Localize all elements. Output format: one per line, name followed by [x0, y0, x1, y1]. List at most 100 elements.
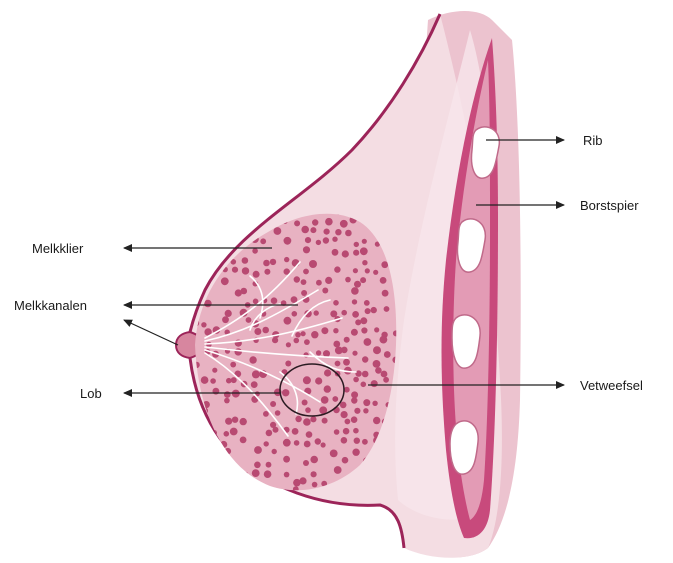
lobule-dot — [225, 310, 232, 317]
lobule-dot — [321, 327, 328, 334]
lobule-dot — [212, 368, 217, 373]
lobule-dot — [214, 487, 220, 493]
lobule-dot — [304, 339, 310, 345]
lobule-dot — [352, 351, 357, 356]
lobule-dot — [271, 297, 278, 304]
lobule-dot — [303, 418, 311, 426]
lobule-dot — [191, 461, 196, 466]
lobule-dot — [283, 439, 291, 447]
lobule-dot — [345, 230, 352, 237]
lobule-dot — [305, 237, 311, 243]
lobule-dot — [231, 377, 237, 383]
lobule-dot — [203, 269, 210, 276]
lobule-dot — [334, 266, 340, 272]
lobule-dot — [303, 246, 310, 253]
lobule-dot — [202, 258, 207, 263]
lobule-dot — [203, 436, 210, 443]
lobule-dot — [225, 448, 232, 455]
lobule-dot — [249, 356, 256, 363]
lobule-dot — [342, 457, 349, 464]
lobule-dot — [310, 456, 318, 464]
lobule-dot — [241, 288, 248, 295]
lobule-dot — [352, 311, 359, 318]
lobule-dot — [253, 271, 260, 278]
lobule-dot — [240, 437, 247, 444]
lobule-dot — [194, 490, 200, 496]
lobule-dot — [354, 242, 359, 247]
lobule-dot — [301, 226, 309, 234]
lobule-dot — [335, 361, 341, 367]
lobule-dot — [299, 477, 306, 484]
lobule-dot — [344, 387, 350, 393]
lobule-dot — [252, 370, 260, 378]
lobule-dot — [213, 226, 219, 232]
lobule-dot — [351, 397, 357, 403]
lobule-dot — [362, 260, 367, 265]
lobule-dot — [361, 327, 367, 333]
lobule-dot — [292, 428, 299, 435]
lobule-dot — [334, 466, 342, 474]
lobule-dot — [272, 337, 278, 343]
lobule-dot — [221, 210, 228, 217]
lobule-dot — [251, 381, 258, 388]
lobule-dot — [334, 429, 340, 435]
lobule-dot — [254, 446, 262, 454]
lobule-dot — [383, 377, 389, 383]
lobule-dot — [232, 417, 238, 423]
lobule-dot — [263, 260, 270, 267]
lobule-dot — [341, 411, 348, 418]
lobule-dot — [325, 218, 333, 226]
lobule-dot — [272, 449, 277, 454]
lobule-dot — [264, 269, 270, 275]
lobule-dot — [254, 462, 261, 469]
lobule-dot — [191, 249, 199, 257]
lobule-dot — [314, 310, 319, 315]
lobule-dot — [316, 240, 321, 245]
lobule-dot — [286, 342, 291, 347]
lobule-dot — [192, 469, 199, 476]
lobule-dot — [303, 460, 309, 466]
lobule-dot — [245, 478, 251, 484]
lobule-dot — [345, 419, 351, 425]
lobule-dot — [225, 491, 231, 497]
lobule-dot — [301, 331, 306, 336]
lobule-dot — [312, 219, 318, 225]
lobule-dot — [226, 378, 232, 384]
lobule-dot — [371, 307, 377, 313]
lobule-dot — [316, 280, 322, 286]
lobule-dot — [193, 218, 199, 224]
lobule-dot — [382, 290, 389, 297]
lobule-dot — [364, 338, 372, 346]
lobule-dot — [384, 306, 390, 312]
label-melkkanalen: Melkkanalen — [14, 298, 87, 313]
lobule-dot — [311, 471, 317, 477]
lobule-dot — [351, 416, 358, 423]
lobule-dot — [310, 227, 316, 233]
lobule-dot — [284, 472, 290, 478]
label-borstspier: Borstspier — [580, 198, 639, 213]
lobule-dot — [323, 350, 330, 357]
lobule-dot — [192, 289, 197, 294]
lobule-dot — [374, 327, 379, 332]
lobule-dot — [284, 317, 292, 325]
lobule-dot — [315, 438, 321, 444]
lobule-dot — [380, 277, 387, 284]
lobule-dot — [221, 246, 228, 253]
lobule-dot — [309, 260, 317, 268]
lobule-dot — [191, 268, 196, 273]
lobule-dot — [215, 479, 222, 486]
lobule-dot — [264, 441, 269, 446]
lobule-dot — [266, 462, 272, 468]
lobule-dot — [256, 212, 262, 218]
lobule-dot — [225, 458, 231, 464]
lobule-dot — [353, 377, 359, 383]
lobule-dot — [362, 356, 368, 362]
lobule-dot — [354, 438, 360, 444]
lobule-dot — [209, 446, 217, 454]
lobule-dot — [333, 341, 340, 348]
lobule-dot — [242, 257, 249, 264]
lobule-dot — [260, 238, 266, 244]
lobule-dot — [332, 249, 339, 256]
lobule-dot — [381, 371, 388, 378]
